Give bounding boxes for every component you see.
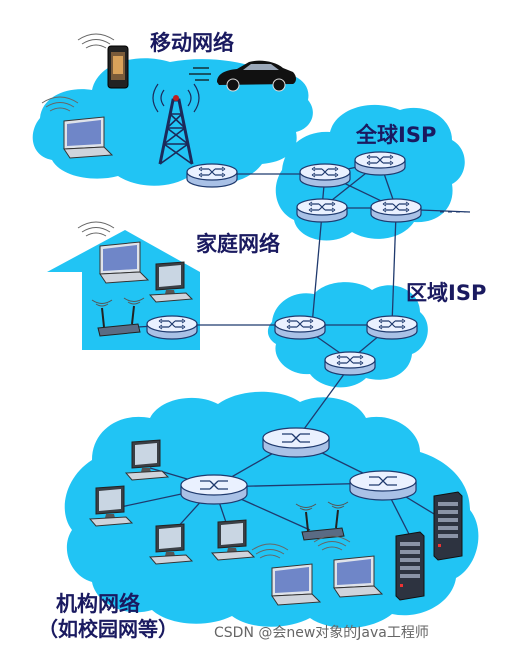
watermark: CSDN @会new对象的Java工程师 — [214, 625, 429, 641]
global-isp-router-icon — [370, 198, 422, 223]
regional-isp-router-icon — [366, 315, 418, 340]
institution-network-sublabel: （如校园网等） — [38, 617, 178, 641]
regional-isp-router-icon — [324, 351, 376, 376]
regional-isp-router-icon — [274, 315, 326, 340]
global-isp-router-icon — [354, 151, 406, 176]
regional-isp-label: 区域ISP — [406, 281, 486, 305]
home-network-label: 家庭网络 — [196, 232, 280, 256]
institutional-network-cloud — [64, 391, 479, 629]
global-isp-label: 全球ISP — [355, 123, 436, 147]
global-isp-router-icon — [299, 163, 351, 188]
institution-router-icon — [180, 474, 248, 505]
mobile-edge-router-icon — [186, 163, 238, 188]
global-isp-router-icon — [296, 198, 348, 223]
institution-router-icon — [349, 470, 417, 501]
institution-router-icon — [262, 427, 330, 458]
car-icon — [189, 60, 296, 92]
mobile-network-label: 移动网络 — [150, 31, 234, 55]
regional-isp-cloud — [267, 282, 428, 388]
home-router-icon — [146, 315, 198, 340]
institution-network-label: 机构网络 — [56, 592, 140, 616]
server-icon — [433, 491, 463, 561]
smartphone-icon — [77, 33, 129, 89]
server-icon — [395, 531, 425, 601]
cell-tower-icon — [152, 83, 200, 165]
